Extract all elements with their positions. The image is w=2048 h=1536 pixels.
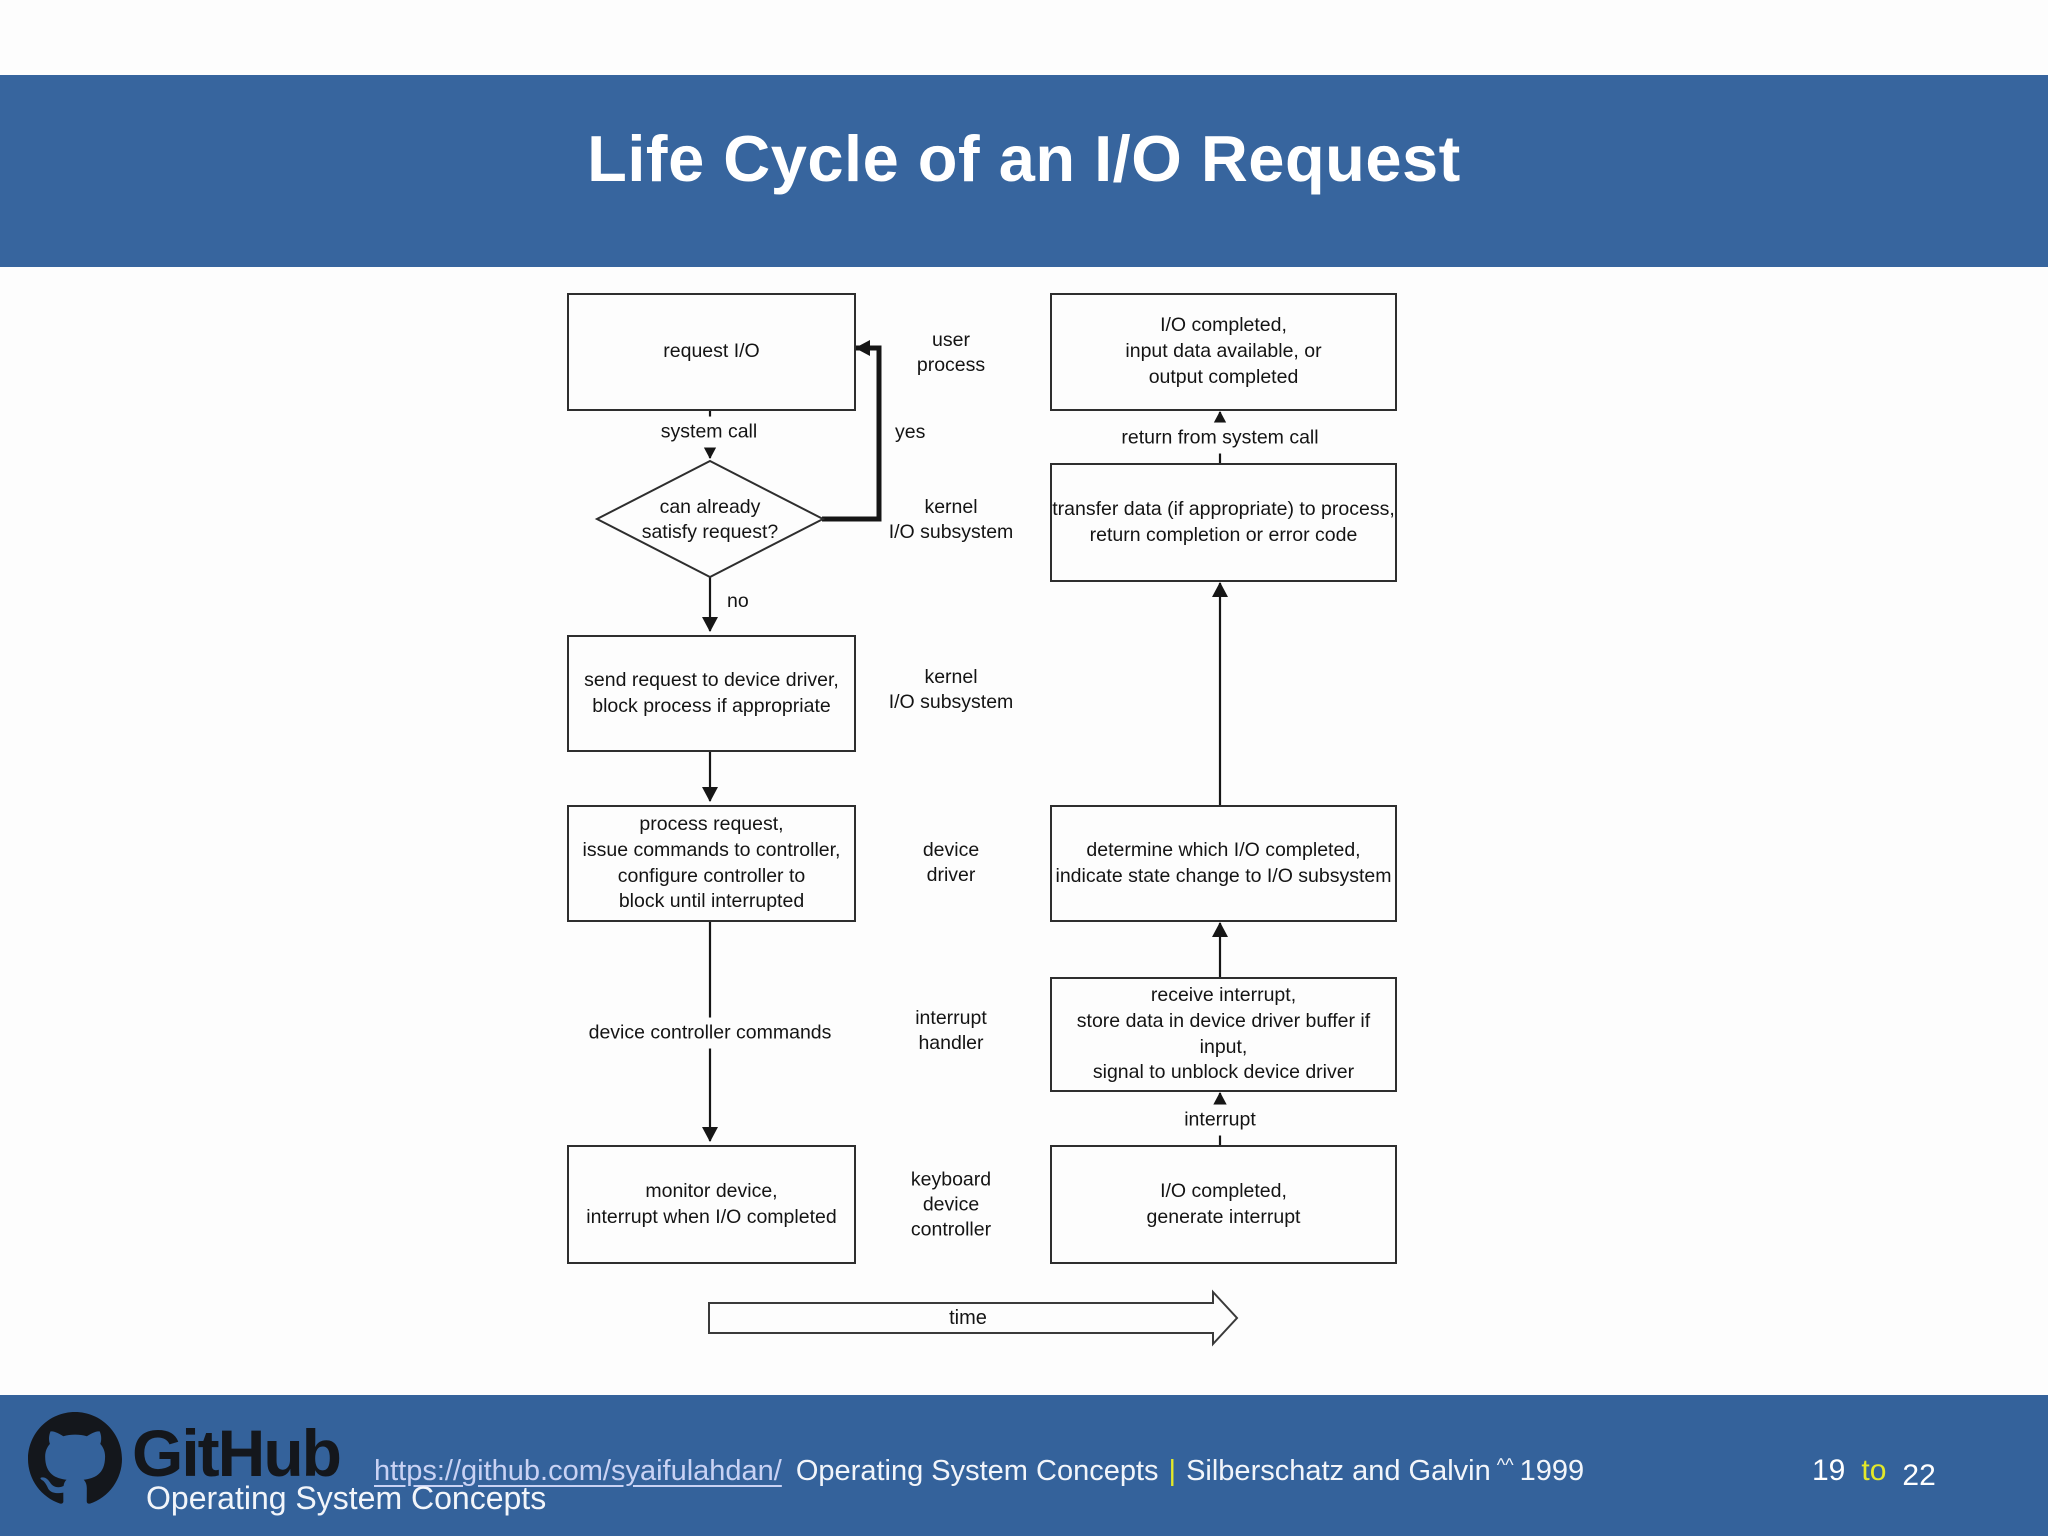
- github-logo-icon: [28, 1412, 122, 1504]
- flow-box-io-completed-bottom: I/O completed, generate interrupt: [1050, 1145, 1397, 1264]
- decision-diamond-label: can already satisfy request?: [641, 496, 779, 543]
- edge-label-device-controller-commands: device controller commands: [579, 1017, 841, 1049]
- footer-caret-mark: ^^: [1496, 1455, 1514, 1475]
- page-number-start: 19: [1812, 1454, 1846, 1487]
- footer-citation-line: https://github.com/syaifulahdan/Operatin…: [374, 1454, 1584, 1489]
- footer-course-title-2: Operating System Concepts: [146, 1480, 547, 1516]
- repo-link[interactable]: https://github.com/syaifulahdan/: [374, 1455, 782, 1487]
- layer-label-device-driver: device driver: [922, 839, 980, 886]
- edge-label-return-from-system-call: return from system call: [1112, 422, 1328, 454]
- footer-bar: GitHub https://github.com/syaifulahdan/O…: [0, 1395, 2048, 1536]
- footer-page-indicator: 19 to 22: [1812, 1454, 1936, 1492]
- arrow-yes-loop: [822, 340, 882, 522]
- footer-separator: |: [1168, 1455, 1177, 1487]
- github-wordmark: GitHub: [132, 1416, 342, 1490]
- footer-authors: Silberschatz and Galvin: [1186, 1455, 1491, 1487]
- flow-box-send-request: send request to device driver, block pro…: [567, 635, 856, 752]
- edge-label-yes: yes: [895, 421, 926, 443]
- edge-label-system-call: system call: [651, 416, 767, 448]
- time-axis-label: time: [949, 1307, 987, 1330]
- layer-label-user-process: user process: [916, 329, 986, 376]
- page-number-end: 22: [1902, 1459, 1936, 1492]
- edge-label-no: no: [727, 590, 749, 612]
- layer-label-keyboard-device-controller: keyboard device controller: [910, 1168, 992, 1241]
- layer-label-kernel-io-subsystem-2: kernel I/O subsystem: [888, 666, 1014, 713]
- page-title: Life Cycle of an I/O Request: [587, 122, 1461, 195]
- footer-course-title: Operating System Concepts: [795, 1455, 1159, 1487]
- decision-diamond: [594, 459, 826, 579]
- title-banner: Life Cycle of an I/O Request: [0, 75, 2048, 267]
- flow-box-transfer-data: transfer data (if appropriate) to proces…: [1050, 463, 1397, 582]
- footer-year: 1999: [1519, 1455, 1585, 1487]
- flow-box-process-request: process request, issue commands to contr…: [567, 805, 856, 922]
- time-arrow: [708, 1289, 1239, 1347]
- layer-label-interrupt-handler: interrupt handler: [915, 1007, 987, 1054]
- flow-box-request-io: request I/O: [567, 293, 856, 411]
- layer-label-kernel-io-subsystem-1: kernel I/O subsystem: [888, 496, 1014, 543]
- flow-box-monitor-device: monitor device, interrupt when I/O compl…: [567, 1145, 856, 1264]
- edge-label-interrupt: interrupt: [1175, 1104, 1265, 1136]
- flow-box-determine-io: determine which I/O completed, indicate …: [1050, 805, 1397, 922]
- flow-box-io-completed-top: I/O completed, input data available, or …: [1050, 293, 1397, 411]
- page-to-label: to: [1861, 1454, 1887, 1487]
- flow-box-receive-interrupt: receive interrupt, store data in device …: [1050, 977, 1397, 1092]
